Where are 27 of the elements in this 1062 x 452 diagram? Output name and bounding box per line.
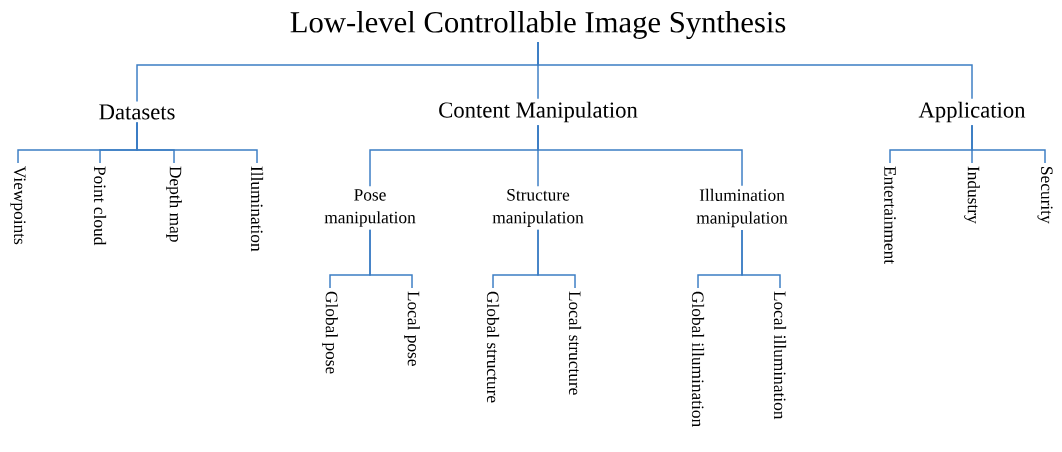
leaf-label: Entertainment (884, 166, 896, 264)
leaf-label: Illumination (250, 166, 264, 252)
root-heading: Low-level Controllable Image Synthesis (290, 11, 786, 39)
leaf-label: Global illumination (691, 291, 705, 427)
connector (537, 41, 973, 100)
leaf-label: Security (1037, 167, 1053, 224)
leaf-label: Local structure (568, 291, 582, 395)
leaf-label: Depth map (166, 166, 182, 242)
category-heading: Application (918, 101, 1026, 123)
leaf-label: Point cloud (93, 166, 107, 246)
connector (537, 124, 743, 187)
leaf-label: Local illumination (773, 291, 787, 420)
connector (971, 124, 1046, 164)
connector (537, 229, 576, 289)
connector (136, 121, 258, 164)
subcategory-label: Structure manipulation (492, 189, 584, 227)
connector (741, 229, 781, 289)
leaf-label: Viewpoints (10, 166, 26, 245)
leaf-label: Global pose (322, 291, 338, 374)
leaf-label: Global structure (486, 291, 500, 403)
category-heading: Datasets (99, 104, 175, 120)
subcategory-label: Illumination manipulation (696, 188, 788, 228)
leaf-label: Industry (964, 166, 980, 224)
subcategory-label: Pose manipulation (324, 189, 416, 227)
leaf-label: Local pose (404, 291, 420, 366)
category-heading: Content Manipulation (439, 101, 638, 123)
connector (369, 229, 413, 289)
